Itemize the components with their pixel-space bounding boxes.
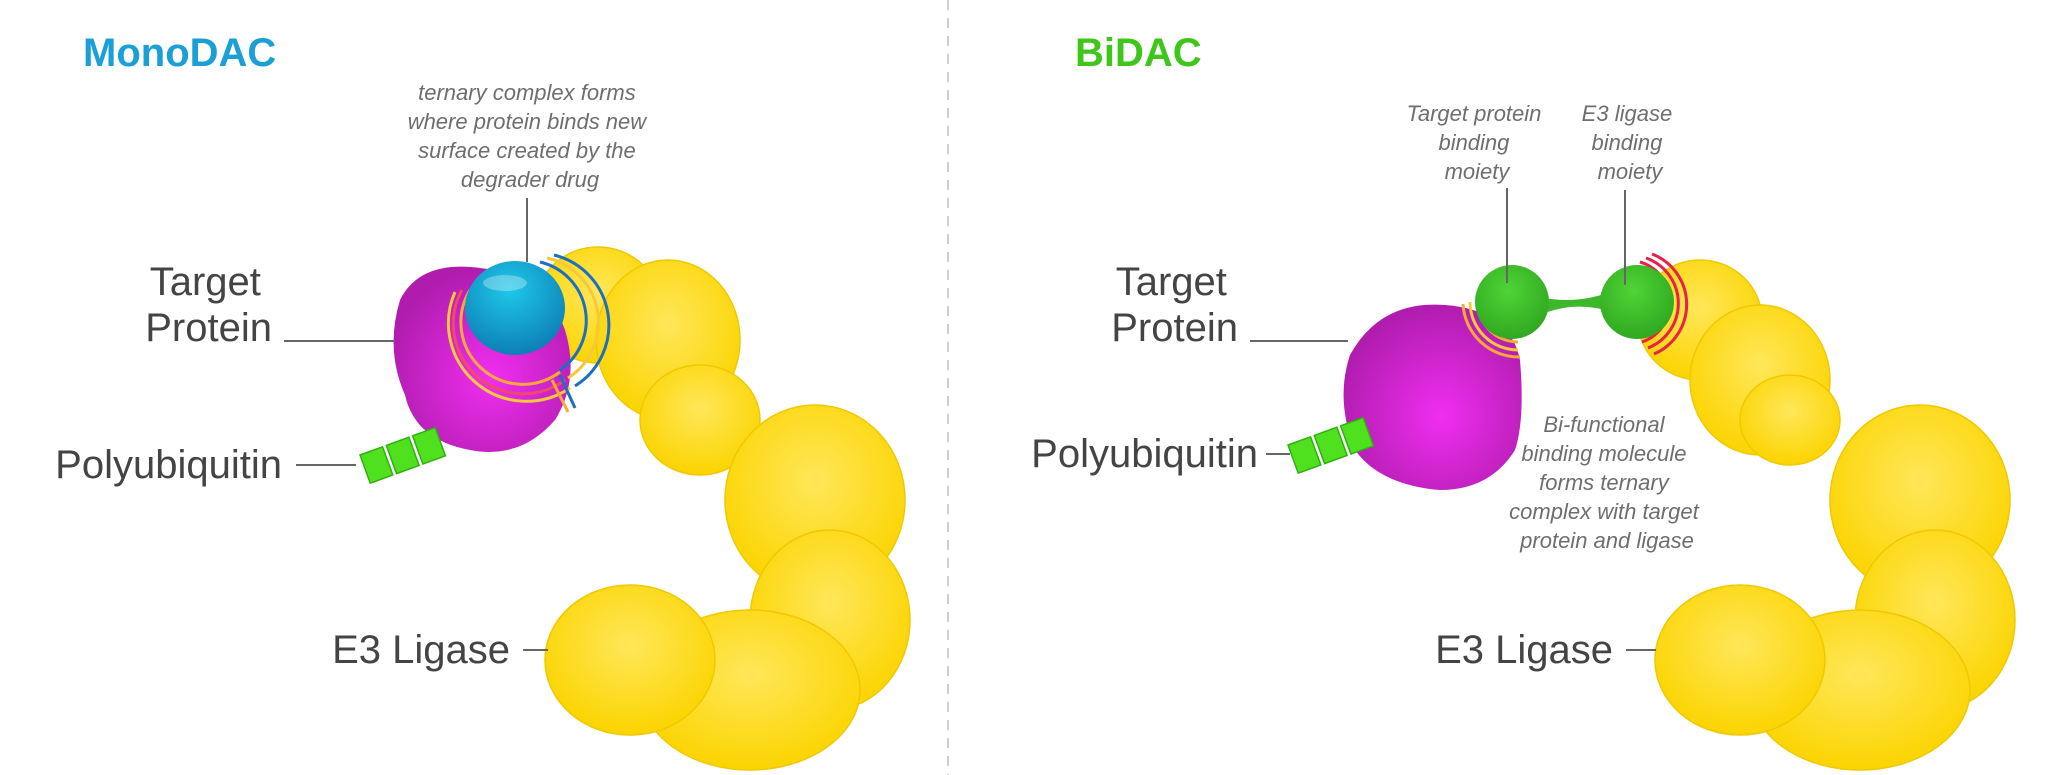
target-moiety-note: Target protein binding moiety <box>1406 101 1547 184</box>
e3-ligase-label: E3 Ligase <box>332 628 510 672</box>
bidac-title: BiDAC <box>1075 31 1202 75</box>
target-protein-label: Target Protein <box>145 260 272 350</box>
e3-ligase-shape <box>1637 259 2016 771</box>
monodac-drug-sphere <box>465 261 565 355</box>
e3-moiety-note: E3 ligase binding moiety <box>1582 101 1679 184</box>
polyubiquitin-label: Polyubiquitin <box>1031 432 1258 476</box>
e3-ligase-label: E3 Ligase <box>1435 628 1613 672</box>
binding-interface-stripes <box>447 253 611 413</box>
target-protein-label: Target Protein <box>1111 260 1238 350</box>
e3-binding-moiety <box>1600 265 1674 339</box>
bifunctional-note: Bi-functional binding molecule forms ter… <box>1509 412 1705 553</box>
monodac-panel: MonoDAC <box>55 31 911 771</box>
monodac-title: MonoDAC <box>83 31 276 75</box>
bidac-linker <box>1540 292 1612 315</box>
target-binding-moiety <box>1475 265 1549 339</box>
e3-ligase-shape <box>535 246 911 771</box>
polyubiquitin-chain <box>1287 416 1375 475</box>
ternary-complex-note: ternary complex forms where protein bind… <box>408 80 653 192</box>
polyubiquitin-label: Polyubiquitin <box>55 443 282 487</box>
target-protein-shape <box>1343 304 1522 490</box>
bidac-panel: BiDAC Target protein <box>1031 31 2016 771</box>
polyubiquitin-chain <box>359 426 447 485</box>
